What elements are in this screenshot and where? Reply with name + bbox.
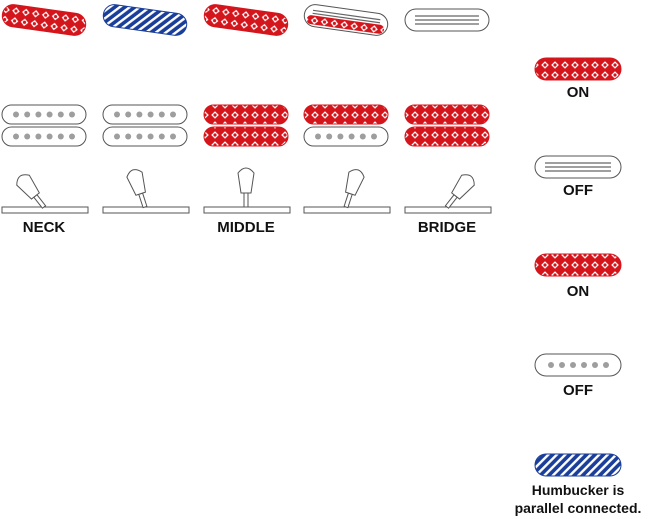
legend-single-on: ON xyxy=(534,57,622,101)
legend-single-on-label: ON xyxy=(567,84,590,101)
switch-plate xyxy=(102,206,190,214)
humbucker-coil-top-4 xyxy=(303,104,389,125)
humbucker-coil-top-2 xyxy=(102,104,188,125)
switch-lever xyxy=(237,167,255,208)
legend-parallel: Humbucker is parallel connected. xyxy=(515,453,642,516)
legend-coil-off: OFF xyxy=(534,353,622,399)
switch-positions: NECK MIDDLE BRIDGE xyxy=(1,4,492,236)
single-pickup-4 xyxy=(303,4,389,36)
humbucker-coil-bottom-2 xyxy=(102,126,188,147)
switch-plate xyxy=(203,206,291,214)
humbucker-coil-bottom-4 xyxy=(303,126,389,147)
switch-lever xyxy=(444,174,475,209)
legend-parallel-line2: parallel connected. xyxy=(515,500,642,516)
switch-position-4 xyxy=(303,4,391,214)
selector-switch-1 xyxy=(1,174,89,214)
legend: ON OFF ON OFF Humbucker is parallel con xyxy=(515,57,642,516)
single-pickup-5 xyxy=(404,8,490,32)
selector-switch-4 xyxy=(303,169,391,214)
humbucker-coil-bottom-5 xyxy=(404,126,490,147)
switch-lever xyxy=(126,169,148,209)
legend-coil-on: ON xyxy=(534,253,622,300)
single-pickup-2 xyxy=(102,4,188,36)
legend-parallel-swatch xyxy=(534,453,622,477)
legend-single-on-swatch xyxy=(534,57,622,81)
selector-switch-2 xyxy=(102,169,190,214)
humbucker-coil-top-5 xyxy=(404,104,490,125)
selector-switch-3 xyxy=(203,167,291,214)
humbucker-coil-bottom-3 xyxy=(203,126,289,147)
legend-parallel-line1: Humbucker is xyxy=(532,482,625,498)
single-pickup-1 xyxy=(1,4,87,36)
selector-switch-5 xyxy=(404,174,492,214)
position-label-1: NECK xyxy=(23,219,66,236)
humbucker-coil-top-1 xyxy=(1,104,87,125)
legend-single-off: OFF xyxy=(534,155,622,199)
position-label-5: BRIDGE xyxy=(418,219,476,236)
position-label-3: MIDDLE xyxy=(217,219,275,236)
single-pickup-3 xyxy=(203,4,289,36)
switch-position-2 xyxy=(102,4,190,214)
legend-coil-off-swatch xyxy=(534,353,622,377)
switch-plate xyxy=(1,206,89,214)
legend-coil-on-label: ON xyxy=(567,283,590,300)
switch-lever xyxy=(16,174,47,209)
switch-plate xyxy=(303,206,391,214)
switch-position-3: MIDDLE xyxy=(203,4,291,236)
switch-position-1: NECK xyxy=(1,4,89,236)
legend-single-off-label: OFF xyxy=(563,182,593,199)
switch-position-5: BRIDGE xyxy=(404,8,492,236)
switch-lever xyxy=(343,169,365,209)
humbucker-coil-top-3 xyxy=(203,104,289,125)
humbucker-coil-bottom-1 xyxy=(1,126,87,147)
legend-coil-on-swatch xyxy=(534,253,622,277)
legend-coil-off-label: OFF xyxy=(563,382,593,399)
